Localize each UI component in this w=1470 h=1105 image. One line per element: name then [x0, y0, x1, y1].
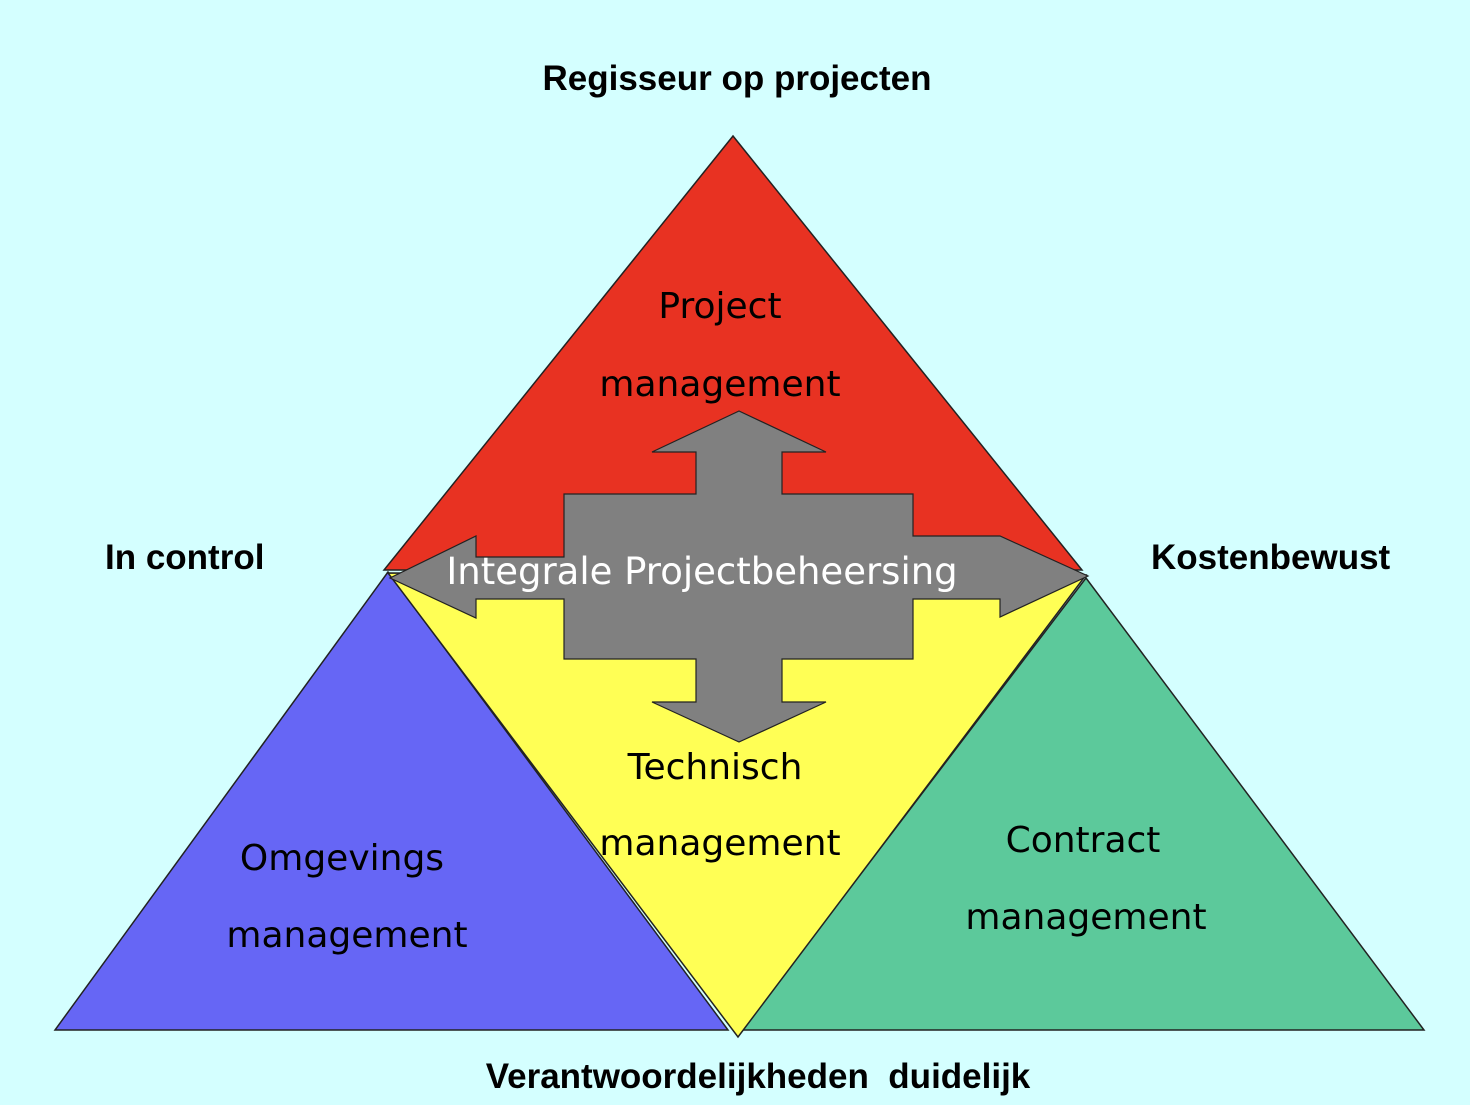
omgevings-label-line2: management [226, 915, 467, 956]
omgevings-triangle [53, 570, 730, 1031]
top-label: Regisseur op projecten [542, 59, 932, 98]
technisch-label-line2: management [599, 823, 840, 864]
right-label: Kostenbewust [1151, 538, 1391, 577]
bottom-label: Verantwoordelijkheden duidelijk [485, 1057, 1031, 1096]
contract-label-line2: management [965, 897, 1206, 938]
project-label-line1: Project [658, 286, 781, 327]
omgevings-label-line1: Omgevings [240, 838, 444, 879]
contract-label-line1: Contract [1006, 820, 1161, 861]
project-label-line2: management [599, 364, 840, 405]
integrale-label: Integrale Projectbeheersing [446, 550, 957, 593]
integrale-arrow [388, 410, 1090, 743]
technisch-label-line1: Technisch [627, 747, 803, 788]
left-label: In control [105, 538, 265, 577]
